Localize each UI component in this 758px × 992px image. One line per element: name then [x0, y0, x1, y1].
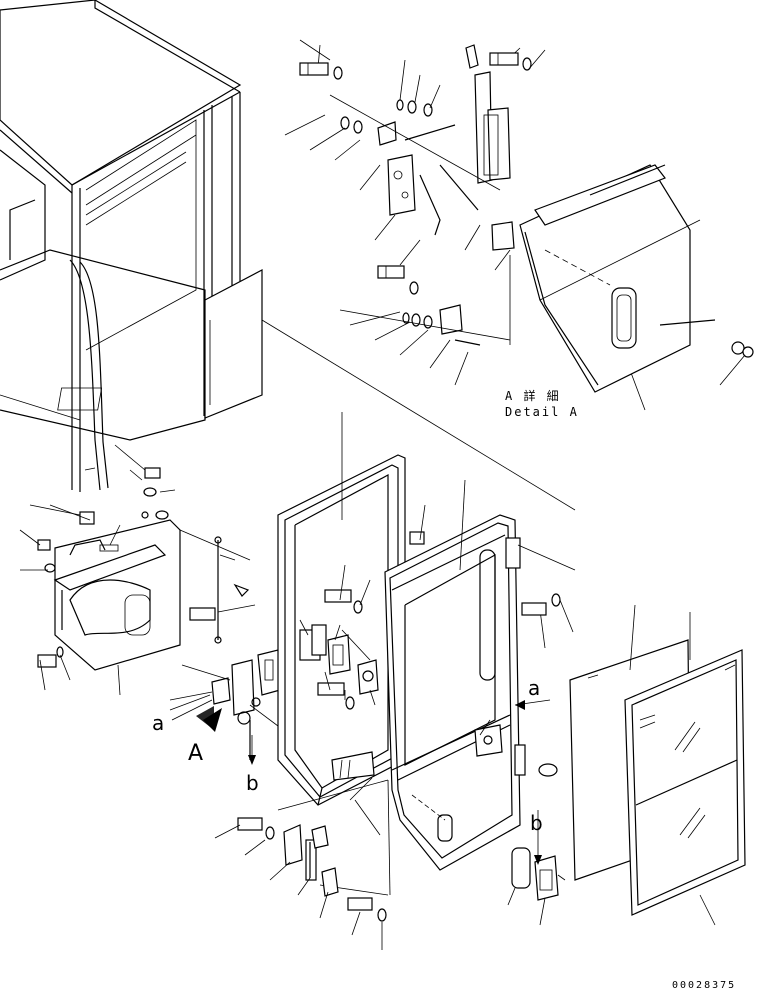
detail-label-en: Detail A — [505, 405, 579, 419]
ref-b-lower-label: b — [246, 771, 259, 795]
ref-a-right: a — [514, 676, 551, 710]
leader-lines-left — [19, 444, 256, 696]
ref-a-right-label: a — [528, 676, 540, 700]
cab-frame — [0, 0, 263, 492]
bottom-parts: b — [214, 810, 566, 950]
view-arrow — [196, 706, 222, 732]
window-frame-glass — [624, 649, 746, 916]
bolt-icon — [377, 265, 405, 279]
bolt-icon — [37, 654, 57, 668]
door-frame-left — [277, 454, 425, 806]
drawing-code: 00028375 — [672, 980, 736, 991]
leader-lines — [261, 39, 746, 511]
door-lock-assembly — [169, 649, 291, 760]
bolt-icon — [521, 602, 547, 616]
door-frame-right — [384, 514, 558, 871]
bolt-icon — [299, 62, 329, 76]
bolt-icon — [489, 52, 519, 66]
bolt-icon — [347, 897, 373, 911]
bolt-icon — [324, 589, 352, 603]
ref-a-left-label: a — [152, 711, 164, 735]
bolt-icon — [237, 817, 263, 831]
view-a-label: A — [188, 741, 203, 766]
left-side-panel — [37, 467, 251, 671]
detail-a-assembly: A 詳 細 Detail A — [299, 44, 754, 419]
bolt-icon — [317, 682, 345, 696]
detail-label-jp: A 詳 細 — [505, 388, 561, 403]
ref-b-right-label: b — [530, 811, 543, 835]
